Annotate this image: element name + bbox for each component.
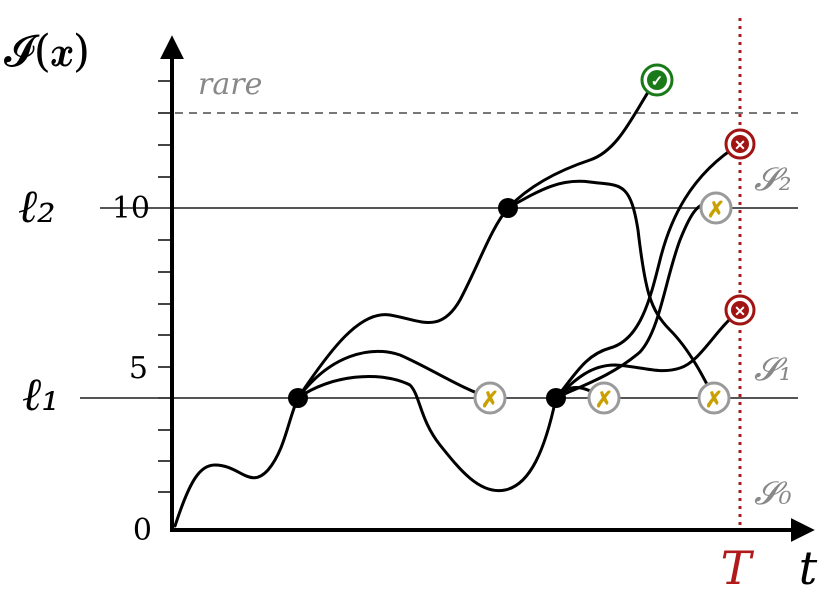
level-1-label: ℓ₁ <box>22 367 60 421</box>
y-tick-label-5: 5 <box>129 351 148 386</box>
fail-icon: ✗ <box>481 387 499 412</box>
fail-marker: ✗ <box>699 191 733 225</box>
fail-icon: ✗ <box>595 387 613 412</box>
close-icon: ✕ <box>734 139 746 154</box>
trajectory-to-killed-top <box>554 142 742 400</box>
y-axis-label: 𝓘(𝒙) <box>4 26 90 77</box>
check-icon: ✓ <box>651 74 664 90</box>
killed-marker: ✕ <box>724 128 756 160</box>
set-label-1: 𝓢₁ <box>754 350 792 388</box>
trajectories <box>173 78 742 528</box>
trajectory-to-killed-mid <box>554 308 742 400</box>
branch-node <box>546 388 566 408</box>
trajectory-initial <box>173 396 300 528</box>
fail-icon: ✗ <box>705 387 723 412</box>
trajectory-success <box>506 78 658 210</box>
fail-icon: ✗ <box>707 197 725 222</box>
level-2-label: ℓ₂ <box>18 179 56 233</box>
rare-label: rare <box>198 67 262 102</box>
killed-marker: ✕ <box>724 294 756 326</box>
trajectory-level2-down <box>506 179 716 400</box>
branch-node <box>498 198 518 218</box>
time-horizon-label: T <box>721 541 755 594</box>
trajectory-to-level2-fail <box>554 202 718 400</box>
y-axis-ticks <box>158 80 172 493</box>
success-marker: ✓ <box>640 63 674 97</box>
y-tick-label-0: 0 <box>133 513 152 548</box>
fail-marker: ✗ <box>587 381 621 415</box>
fail-marker: ✗ <box>473 381 507 415</box>
set-label-0: 𝓢₀ <box>754 474 792 512</box>
fail-marker: ✗ <box>697 381 731 415</box>
x-axis-label: t <box>799 541 818 594</box>
y-tick-label-10: 10 <box>112 191 150 226</box>
trajectory-to-level2 <box>296 206 510 400</box>
close-icon: ✕ <box>734 305 746 320</box>
branch-node <box>288 388 308 408</box>
trajectory-dip <box>296 375 558 493</box>
trajectory-fail-1 <box>296 349 492 400</box>
set-label-2: 𝓢₂ <box>754 160 792 198</box>
